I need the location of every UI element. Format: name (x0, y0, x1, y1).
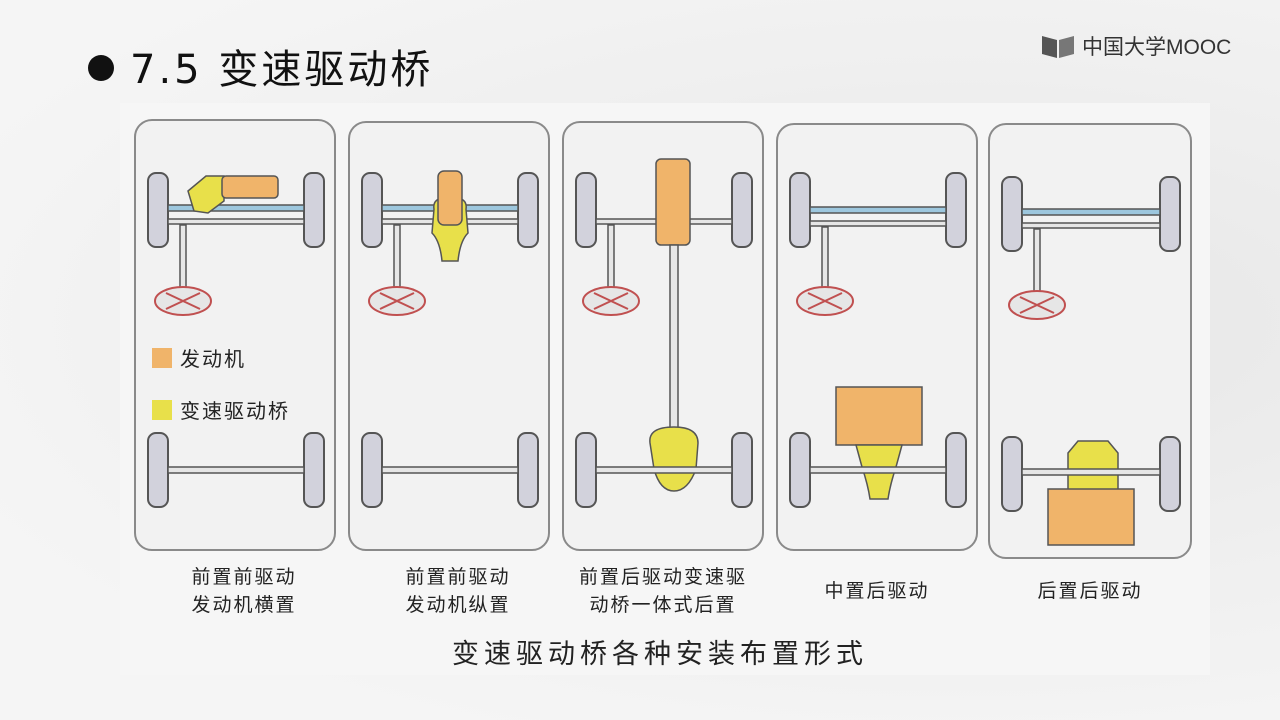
caption-panel-2: 前置前驱动 发动机纵置 (348, 563, 568, 619)
caption-line: 后置后驱动 (1037, 580, 1143, 602)
panel-front-transverse: 发动机 变速驱动桥 (134, 119, 336, 551)
caption-line: 前置前驱动 (191, 566, 297, 588)
book-logo-icon (1042, 36, 1074, 58)
panel-front-rear-transaxle (562, 121, 764, 551)
chassis-diagram (361, 170, 539, 508)
panel-mid-engine (776, 123, 978, 551)
legend-engine: 发动机 (152, 343, 246, 372)
bullet-icon (88, 55, 114, 81)
legend-transaxle: 变速驱动桥 (152, 395, 290, 424)
caption-line: 前置后驱动变速驱 (578, 566, 747, 588)
caption-panel-5: 后置后驱动 (988, 577, 1192, 605)
caption-line: 中置后驱动 (824, 580, 930, 602)
caption-line: 发动机纵置 (405, 594, 511, 616)
caption-panel-1: 前置前驱动 发动机横置 (134, 563, 354, 619)
layout-figure: 发动机 变速驱动桥 (120, 103, 1210, 675)
caption-line: 动桥一体式后置 (589, 594, 737, 616)
chassis-diagram (147, 172, 325, 508)
figure-caption: 变速驱动桥各种安装布置形式 (452, 639, 868, 670)
transaxle-swatch (152, 399, 172, 420)
logo-text: 中国大学MOOC (1082, 36, 1232, 59)
caption-line: 发动机横置 (191, 594, 297, 616)
panel-front-longitudinal (348, 121, 550, 551)
caption-panel-4: 中置后驱动 (776, 577, 978, 605)
slide-title: 7.5 变速驱动桥 (130, 47, 434, 93)
legend-engine-label: 发动机 (180, 347, 246, 371)
engine-swatch (152, 347, 172, 368)
chassis-diagram (1001, 176, 1181, 546)
caption-panel-3: 前置后驱动变速驱 动桥一体式后置 (552, 563, 774, 619)
chassis-diagram (789, 172, 967, 508)
panel-rear-engine (988, 123, 1192, 559)
chassis-diagram (575, 158, 753, 508)
mooc-logo: 中国大学MOOC (1040, 30, 1231, 62)
caption-line: 前置前驱动 (405, 566, 511, 588)
legend-transaxle-label: 变速驱动桥 (180, 399, 290, 423)
